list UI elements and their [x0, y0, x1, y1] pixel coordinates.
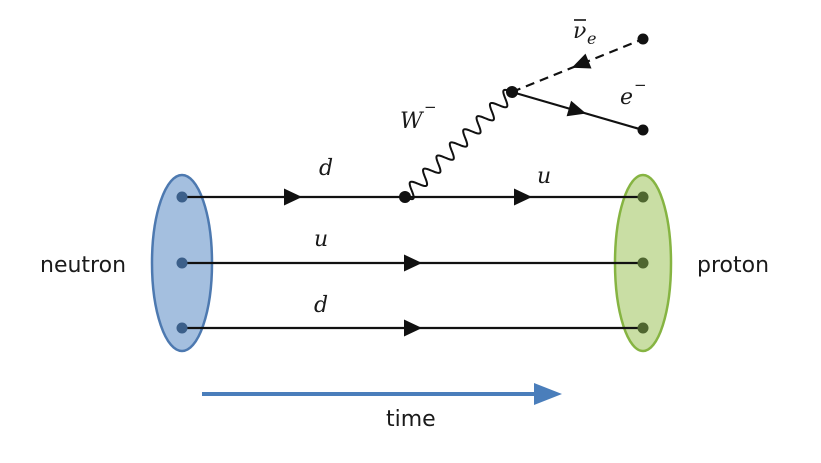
time-label: time — [386, 407, 436, 432]
quark-label-middle: u — [314, 227, 328, 252]
electron-charge: − — [634, 76, 647, 94]
arrowhead-bottom-d — [404, 319, 422, 337]
w-boson-propagator — [404, 88, 513, 201]
weak-vertex-quark — [399, 191, 411, 203]
neutron-quark-dot-middle — [176, 257, 188, 269]
neutron-quark-dot-bottom — [176, 322, 188, 334]
electron-symbol: e — [620, 85, 633, 110]
time-arrow-head — [534, 383, 562, 405]
electron-endpoint — [637, 124, 649, 136]
quark-label-top-out: u — [537, 164, 551, 189]
proton-label: proton — [697, 253, 769, 278]
antineutrino-line — [511, 37, 644, 94]
quark-label-top-in: d — [319, 156, 333, 181]
w-boson-symbol: W — [400, 109, 425, 134]
proton-quark-dot-bottom — [637, 322, 649, 334]
neutron-label: neutron — [40, 253, 126, 278]
arrowhead-top-u — [514, 188, 532, 206]
electron-arrowhead — [566, 100, 587, 117]
quark-label-bottom: d — [314, 293, 328, 318]
antineutrino-arrowhead — [571, 53, 592, 69]
antineutrino-endpoint — [637, 33, 649, 45]
neutron-quark-dot-top — [176, 191, 188, 203]
proton-quark-dot-middle — [637, 257, 649, 269]
antineutrino-flavor: e — [587, 29, 596, 48]
proton-quark-dot-top — [637, 191, 649, 203]
arrowhead-middle-u — [404, 254, 422, 272]
arrowhead-top-d — [284, 188, 302, 206]
antineutrino-symbol: ν — [573, 19, 586, 44]
w-boson-charge: − — [424, 98, 437, 116]
